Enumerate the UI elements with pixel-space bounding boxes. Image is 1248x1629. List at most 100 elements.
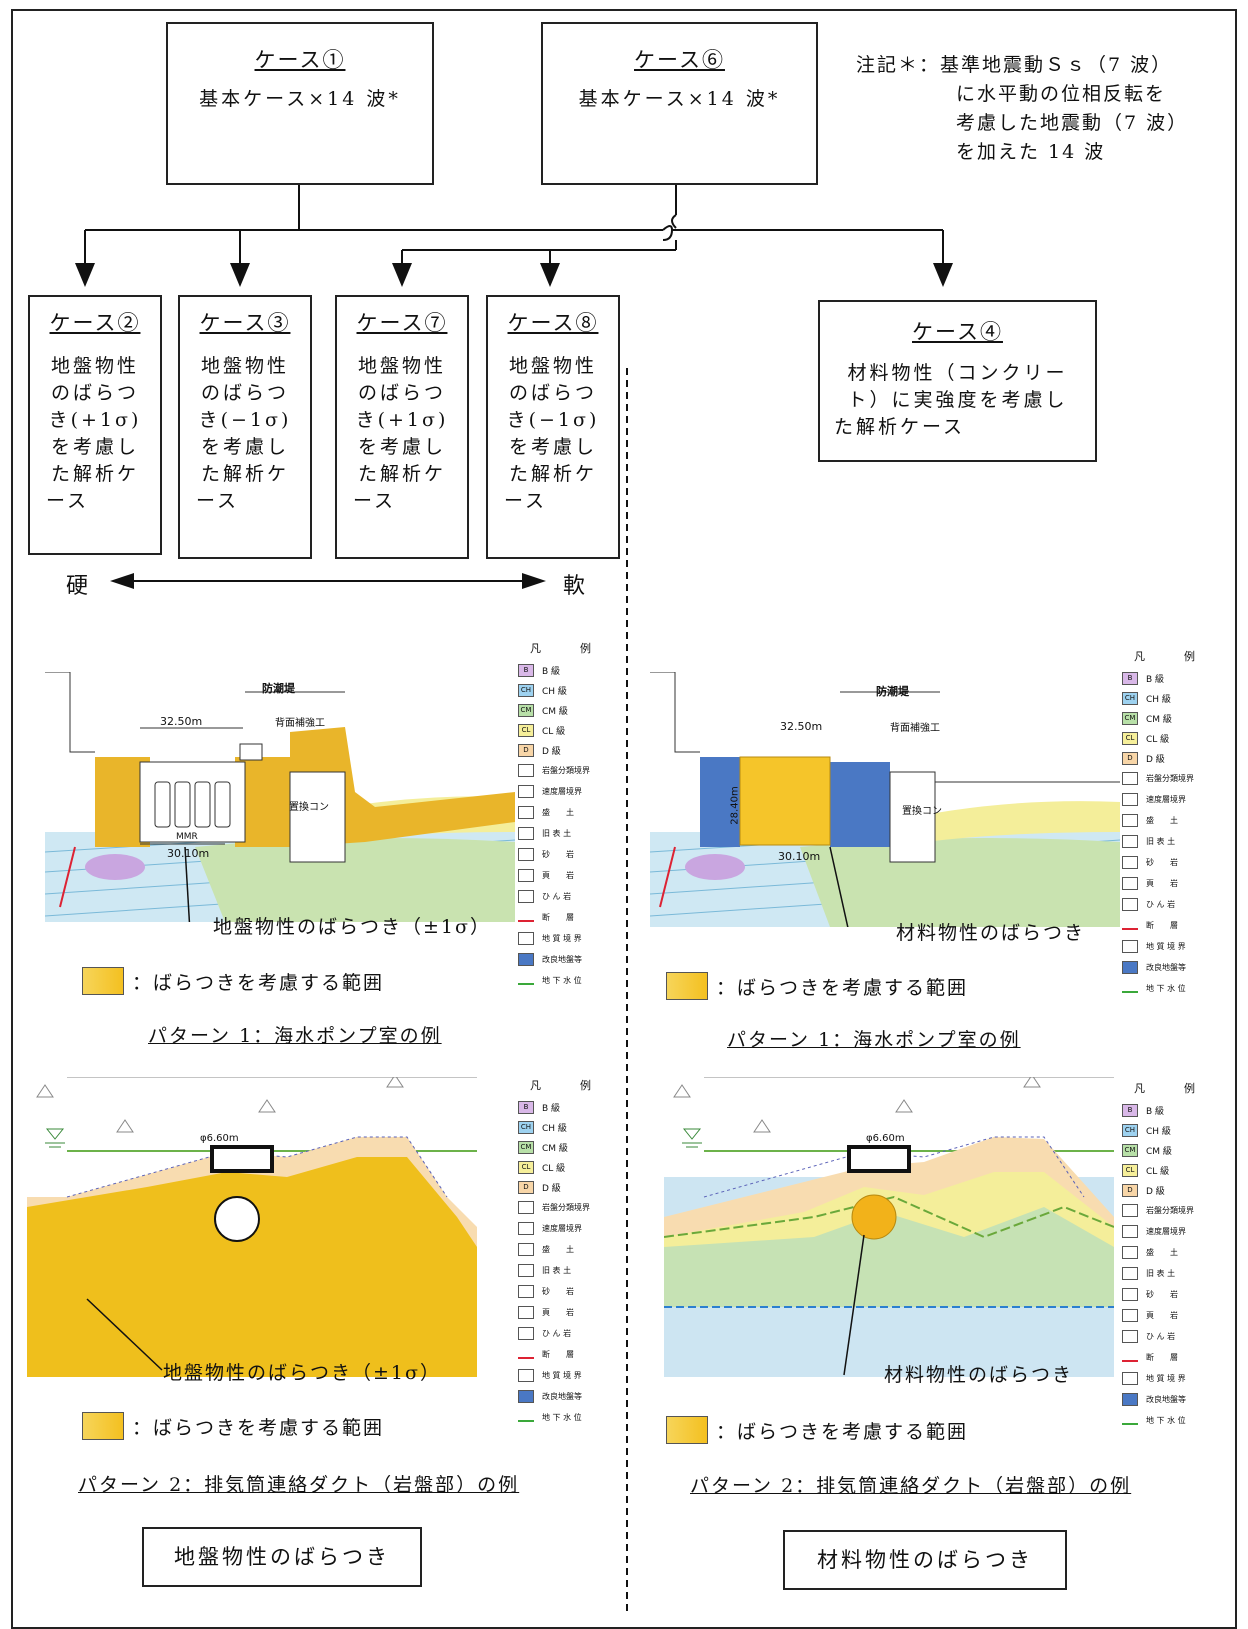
legend-grade-label: B 級: [542, 666, 561, 677]
case-2-line: のばらつ: [50, 382, 139, 404]
right-upper-caption: パターン 1：海水ポンプ室の例: [727, 1029, 1021, 1051]
legend-line-row: 岩盤分類境界: [518, 760, 605, 781]
legend-line-label: 地 下 水 位: [542, 1413, 582, 1422]
legend-grade-row: CH CH 級: [518, 680, 605, 700]
legend-line-label: 改良地盤等: [1146, 963, 1186, 972]
note-line: 注記＊：基準地震動Ｓｓ（7 波）: [856, 54, 1173, 76]
right-lower-range-swatch: [666, 1416, 708, 1444]
left-footer-label: 地盤物性のばらつき: [174, 1545, 390, 1569]
legend-line-row: ひ ん 岩: [1122, 1326, 1209, 1347]
legend-swatch: CH: [518, 683, 534, 697]
legend-line-label: 地 質 境 界: [542, 934, 582, 943]
left-upper-section: [45, 672, 515, 922]
legend-line-row: 断 層: [518, 907, 605, 928]
legend-line-swatch: [518, 1285, 534, 1298]
legend-line-label: 頁 岩: [1146, 1311, 1178, 1320]
legend-line-row: 砂 岩: [518, 844, 605, 865]
legend-line-row: 頁 岩: [1122, 1305, 1209, 1326]
right-footer-label: 材料物性のばらつき: [817, 1548, 1033, 1572]
case-3-line: た解析ケ: [200, 463, 289, 485]
legend-line-label: 盛 土: [542, 808, 574, 817]
legend-line-swatch: [1122, 1417, 1138, 1425]
legend-line-label: 地 下 水 位: [542, 976, 582, 985]
legend-line-label: 断 層: [542, 1350, 574, 1359]
case-8-box: ケース⑧ 地盤物性 のばらつ き(−1σ) を考慮し た解析ケ ース: [486, 295, 620, 559]
note-line: 考慮した地震動（7 波）: [956, 112, 1189, 134]
left-upper-back: 背面補強工: [275, 718, 325, 729]
legend-line-swatch: [518, 1264, 534, 1277]
legend-line-swatch: [1122, 877, 1138, 890]
legend-grade-label: B 級: [542, 1103, 561, 1114]
legend-line-row: 地 下 水 位: [1122, 978, 1209, 999]
legend-line-swatch: [518, 1243, 534, 1256]
legend-swatch: CM: [518, 1140, 534, 1154]
legend-line-swatch: [1122, 814, 1138, 827]
right-lower-range-label: ：ばらつきを考慮する範囲: [716, 1421, 969, 1443]
case-2-line: を考慮し: [50, 436, 139, 458]
legend-line-label: 断 層: [542, 913, 574, 922]
right-upper-back: 背面補強工: [890, 723, 940, 734]
legend-line-swatch: [1122, 835, 1138, 848]
legend-line-swatch: [518, 953, 534, 966]
case-8-line: た解析ケ: [508, 463, 597, 485]
left-upper-dim-1: 32.50m: [160, 715, 203, 728]
case-7-line: き(+1σ): [355, 409, 449, 431]
case-2-line: き(+1σ): [48, 409, 142, 431]
left-lower-range-swatch: [82, 1412, 124, 1440]
legend-grade-label: D 級: [542, 1183, 561, 1194]
axis-hard-label: 硬: [66, 574, 89, 599]
right-upper-dim-2: 30.10m: [778, 850, 821, 863]
legend-line-label: 岩盤分類境界: [542, 1203, 590, 1212]
legend-line-swatch: [1122, 922, 1138, 930]
legend-line-label: 地 下 水 位: [1146, 1416, 1186, 1425]
case-2-line: ース: [46, 490, 90, 512]
legend-line-row: ひ ん 岩: [518, 1323, 605, 1344]
case-1-body: 基本ケース×14 波*: [199, 88, 401, 110]
legend-line-row: 地 下 水 位: [518, 970, 605, 991]
legend-line-swatch: [1122, 793, 1138, 806]
left-lower-callout: 地盤物性のばらつき（±1σ）: [163, 1362, 441, 1384]
legend-swatch: CL: [1122, 1163, 1138, 1177]
legend-line-row: 砂 岩: [518, 1281, 605, 1302]
right-lower-dia: φ6.60m: [866, 1133, 905, 1144]
legend-line-row: 地 質 境 界: [518, 928, 605, 949]
left-upper-sub: 置換コン: [289, 802, 329, 813]
legend-line-swatch: [518, 806, 534, 819]
legend-line-swatch: [518, 1390, 534, 1403]
legend-line-swatch: [518, 1351, 534, 1359]
legend-swatch: D: [518, 1180, 534, 1194]
legend-grade-label: CH 級: [542, 1123, 567, 1134]
right-upper-seawall: 防潮堤: [876, 685, 909, 698]
legend-line-label: 速度層境界: [542, 1224, 582, 1233]
legend-grade-label: D 級: [1146, 1186, 1165, 1197]
legend-line-row: 地 質 境 界: [1122, 1368, 1209, 1389]
right-upper-dim-1: 32.50m: [780, 720, 823, 733]
legend-line-swatch: [1122, 1225, 1138, 1238]
legend-swatch: CM: [1122, 1143, 1138, 1157]
legend-line-row: 改良地盤等: [1122, 1389, 1209, 1410]
legend-line-swatch: [518, 977, 534, 985]
left-upper-callout: 地盤物性のばらつき（±1σ）: [213, 916, 491, 938]
case-2-line: 地盤物性: [50, 355, 139, 377]
case-6-box: ケース⑥ 基本ケース×14 波*: [541, 22, 818, 185]
legend-line-label: 頁 岩: [1146, 879, 1178, 888]
right-upper-section: [650, 672, 1120, 927]
legend-line-label: 旧 表 土: [1146, 837, 1176, 846]
legend-grade-label: CH 級: [542, 686, 567, 697]
legend-swatch: B: [518, 663, 534, 677]
legend-line-row: 断 層: [1122, 1347, 1209, 1368]
legend-line-row: 頁 岩: [518, 1302, 605, 1323]
left-upper-range-swatch: [82, 967, 124, 995]
legend-line-swatch: [518, 848, 534, 861]
case-4-line: ト）に実強度を考慮し: [847, 389, 1068, 411]
